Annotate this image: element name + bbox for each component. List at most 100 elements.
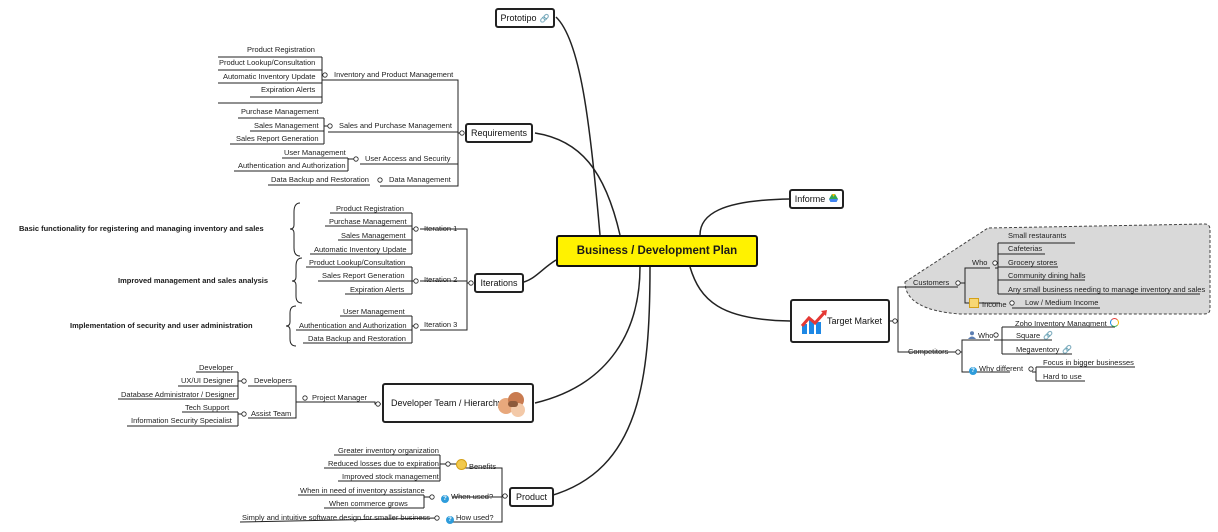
income-label-wrap: Income [969,298,1007,310]
team-member: UX/UI Designer [181,376,234,385]
chart-icon [800,308,828,338]
zoho-icon [1109,318,1119,327]
product-how: ?How used? [446,513,494,524]
req-item: Data Backup and Restoration [271,175,369,184]
requirements-label: Requirements [470,128,528,138]
customers-who-label: Who [972,258,988,267]
iteration-label: Iteration 1 [424,224,458,233]
iteration-summary: Implementation of security and user admi… [70,321,253,330]
question-icon: ? [446,516,454,524]
product-how-label: How used? [456,513,494,522]
team-group: Assist Team [251,409,292,418]
req-item: Sales Management [254,121,319,130]
prototipo-node[interactable]: Prototipo🔗 [495,8,555,28]
req-group-sales: Sales and Purchase Management [339,121,452,130]
iteration-label: Iteration 3 [424,320,458,329]
iteration-item: Data Backup and Restoration [308,334,406,343]
iteration-summary: Improved management and sales analysis [118,276,269,285]
competitors-label: Competitors [908,347,949,356]
req-item: User Management [284,148,346,157]
product-node[interactable]: Product [509,487,554,507]
req-item: Product Registration [247,45,315,54]
competitors-who-label: Who [978,331,994,340]
customers-label: Customers [913,278,950,287]
competitor-item: Square🔗 [1016,331,1053,341]
iterations-node[interactable]: Iterations [474,273,524,293]
question-icon: ? [441,495,449,503]
income-value: Low / Medium Income [1025,298,1099,307]
informe-node[interactable]: Informe [789,189,844,209]
income-label: Income [982,300,1007,309]
product-item: Greater inventory organization [338,446,439,455]
product-item: Simply and intuitive software design for… [242,513,431,522]
product-item: When commerce grows [329,499,408,508]
iteration-item: Authentication and Authorization [299,321,407,330]
informe-label: Informe [794,194,826,204]
competitors-who-wrap: Who [968,331,993,341]
iteration-item: Automatic Inventory Update [314,245,407,254]
why-label: Why different [979,364,1024,373]
iteration-item: Sales Management [341,231,406,240]
team-node[interactable]: Developer Team / Hierarchy [382,383,534,423]
why-item: Hard to use [1043,372,1082,381]
question-icon: ? [969,367,977,375]
req-item: Sales Report Generation [236,134,319,143]
req-item: Expiration Alerts [261,85,316,94]
link-icon[interactable]: 🔗 [1043,331,1054,340]
req-item: Authentication and Authorization [238,161,346,170]
customer-item: Grocery stores [1008,258,1058,267]
competitor-item: Megaventory🔗 [1016,345,1072,355]
why-wrap: ?Why different [969,364,1023,375]
competitor-item: Zoho Inventory Managment [1015,318,1119,329]
central-topic[interactable]: Business / Development Plan [556,235,758,267]
req-group-inventory: Inventory and Product Management [334,70,454,79]
money-icon [969,298,979,308]
iteration-summary: Basic functionality for registering and … [19,224,264,233]
req-group-access: User Access and Security [365,154,451,163]
customer-item: Community dining halls [1008,271,1086,280]
req-item: Purchase Management [241,107,319,116]
iteration-item: Product Lookup/Consultation [309,258,406,267]
person-icon [968,331,976,339]
product-when-label: When used? [451,492,494,501]
iteration-item: Sales Report Generation [322,271,405,280]
iterations-label: Iterations [480,278,518,288]
product-benefits: Benefits [456,459,496,472]
prototipo-label: Prototipo [500,13,537,23]
iteration-item: User Management [343,307,405,316]
product-benefits-label: Benefits [469,462,497,471]
product-when: ?When used? [441,492,493,503]
req-item: Product Lookup/Consultation [219,58,316,67]
customer-item: Small restaurants [1008,231,1067,240]
link-icon[interactable]: 🔗 [1062,345,1073,354]
team-label: Developer Team / Hierarchy [391,398,503,408]
product-label: Product [515,492,548,502]
team-group: Developers [254,376,292,385]
req-group-data: Data Management [389,175,451,184]
product-item: Reduced losses due to expiration [328,459,439,468]
requirements-node[interactable]: Requirements [465,123,533,143]
team-member: Information Security Specialist [131,416,232,425]
iteration-item: Expiration Alerts [350,285,405,294]
req-item: Automatic Inventory Update [223,72,316,81]
customer-item: Cafeterias [1008,244,1043,253]
target-node[interactable]: Target Market [790,299,890,343]
handshake-icon [496,388,528,422]
iteration-item: Purchase Management [329,217,407,226]
competitor-name: Megaventory [1016,345,1060,354]
drive-icon[interactable] [829,194,839,204]
iteration-label: Iteration 2 [424,275,458,284]
smile-icon [456,459,467,470]
product-item: When in need of inventory assistance [300,486,425,495]
team-member: Developer [199,363,234,372]
product-item: Improved stock management [342,472,439,481]
customer-item: Any small business needing to manage inv… [1008,285,1206,294]
team-member: Tech Support [185,403,230,412]
target-label: Target Market [826,316,882,326]
link-icon[interactable]: 🔗 [539,13,550,23]
team-manager: Project Manager [312,393,368,402]
competitor-name: Zoho Inventory Managment [1015,319,1107,328]
team-member: Database Administrator / Designer [121,390,236,399]
iteration-item: Product Registration [336,204,404,213]
